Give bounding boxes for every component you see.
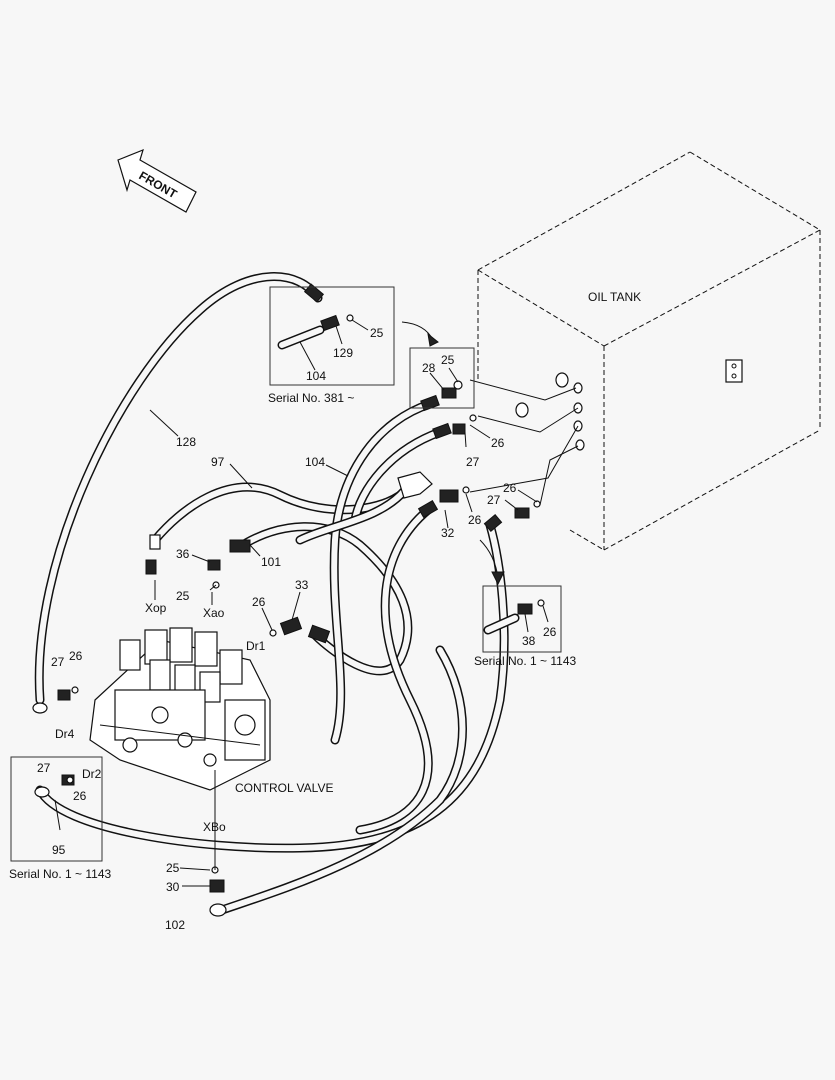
port-label-dr4: Dr4: [55, 727, 75, 741]
hose-128: [32, 272, 325, 714]
hose-elbow: [295, 471, 433, 545]
callout-26-tank-low: 26: [503, 481, 517, 495]
front-direction-arrow: FRONT: [117, 148, 197, 213]
hose-mid: [350, 422, 452, 525]
callout-25-top-inset: 25: [370, 326, 384, 340]
callout-104-main: 104: [305, 455, 325, 469]
callout-101: 101: [261, 555, 281, 569]
valve-port-fittings: [57, 380, 541, 893]
callout-leaders: [54, 409, 538, 887]
callout-30: 30: [166, 880, 180, 894]
control-valve-label: CONTROL VALVE: [235, 781, 333, 795]
hose-32: [355, 499, 439, 835]
callout-38: 38: [522, 634, 536, 648]
oil-tank-label: OIL TANK: [588, 290, 641, 304]
callout-26-dr1: 26: [252, 595, 266, 609]
serial-label-right: Serial No. 1 ~ 1143: [474, 654, 577, 668]
callout-25-bottom: 25: [166, 861, 180, 875]
port-label-dr1: Dr1: [246, 639, 266, 653]
callout-26-tank-elbow: 26: [468, 513, 482, 527]
port-label-xop: Xop: [145, 601, 167, 615]
callout-33: 33: [295, 578, 309, 592]
hose-101: [229, 522, 413, 676]
callout-32: 32: [441, 526, 455, 540]
port-label-dr2: Dr2: [82, 767, 102, 781]
tank-port-fittings: [515, 372, 585, 451]
callout-28: 28: [422, 361, 436, 375]
callout-26-dr2: 26: [73, 789, 87, 803]
oil-tank: OIL TANK: [469, 151, 821, 551]
callout-27-tank-mid: 27: [466, 455, 480, 469]
callout-97: 97: [211, 455, 225, 469]
callout-128: 128: [176, 435, 196, 449]
callout-25-tank: 25: [441, 353, 455, 367]
inset-left: Serial No. 1 ~ 1143: [9, 756, 112, 881]
callout-25-xao: 25: [176, 589, 190, 603]
inset-tank-port: 28 25: [409, 347, 475, 409]
callout-26-dr4: 26: [69, 649, 83, 663]
tank-bracket: [725, 359, 743, 383]
callout-27-dr2: 27: [37, 761, 51, 775]
callout-36: 36: [176, 547, 190, 561]
serial-label-top: Serial No. 381 ~: [268, 391, 354, 405]
callout-102: 102: [165, 918, 185, 932]
callout-26-tank-mid: 26: [491, 436, 505, 450]
callout-27-tank-low: 27: [487, 493, 501, 507]
inset-top: 129 25 104 Serial No. 381 ~: [268, 286, 439, 405]
port-label-xao: Xao: [203, 606, 225, 620]
serial-label-left: Serial No. 1 ~ 1143: [9, 867, 112, 881]
hose-104: [329, 394, 440, 745]
callout-104-inset: 104: [306, 369, 326, 383]
callout-26-right-inset: 26: [543, 625, 557, 639]
port-label-xbo: XBo: [203, 820, 226, 834]
inset-right: 38 26 Serial No. 1 ~ 1143: [474, 539, 577, 668]
hose-102: [209, 645, 467, 917]
callout-95: 95: [52, 843, 66, 857]
callout-27-dr4: 27: [51, 655, 65, 669]
callout-129: 129: [333, 346, 353, 360]
control-valve: CONTROL VALVE: [89, 627, 333, 795]
